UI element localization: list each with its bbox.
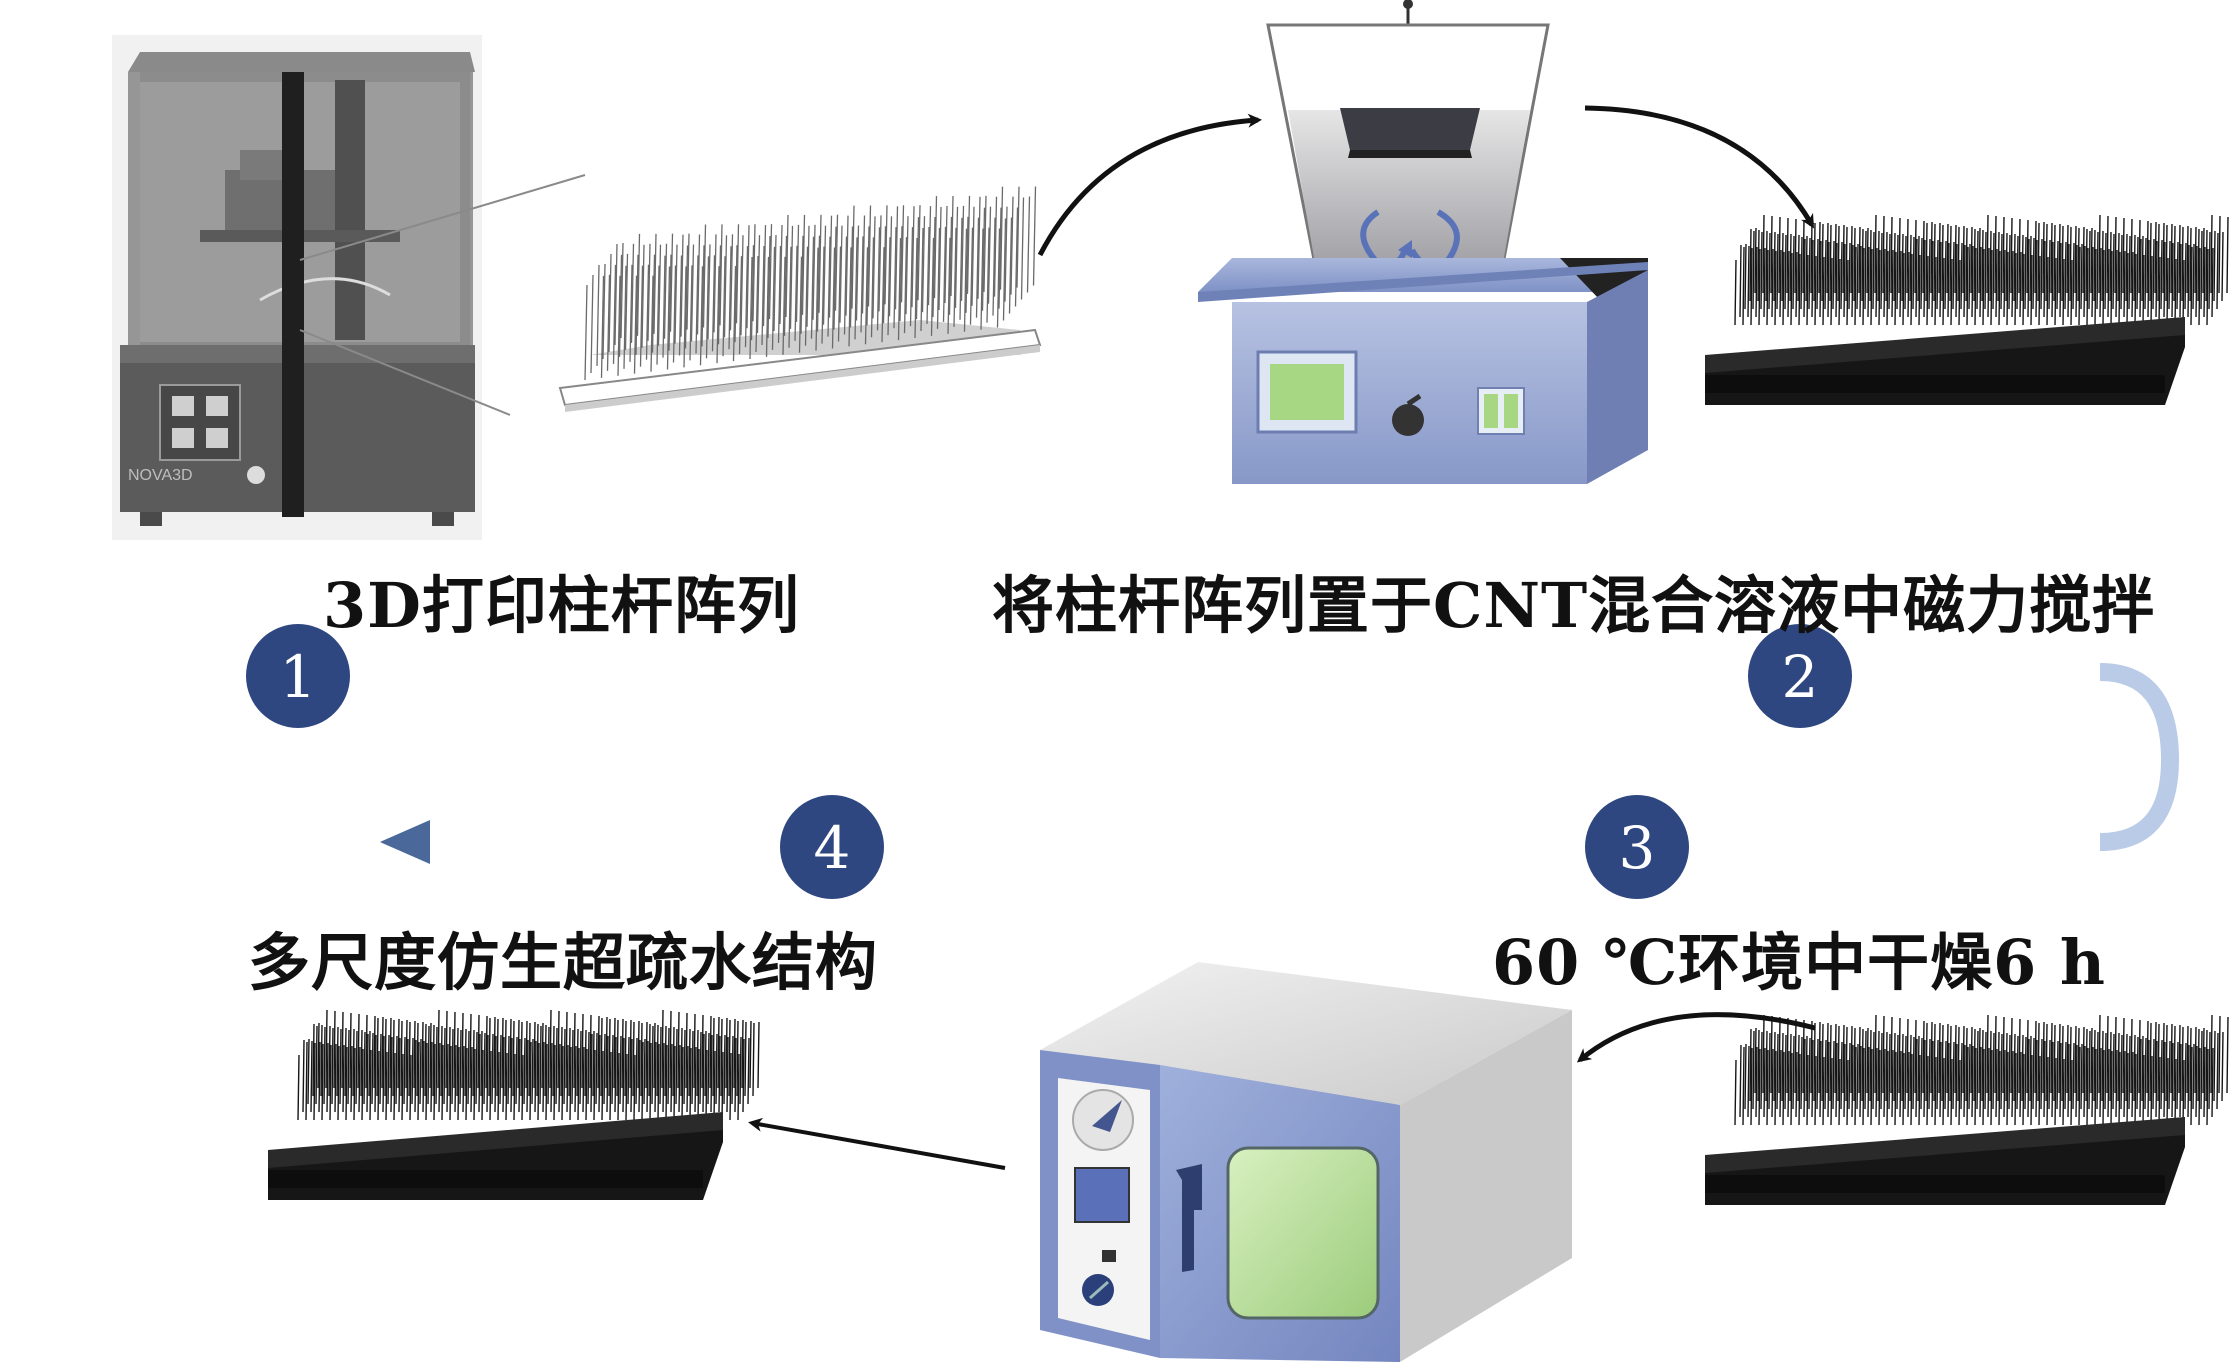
- step-3-label: 60 ℃环境中干燥6 h: [1492, 926, 2106, 999]
- arrow-to-stirring: [1037, 113, 1262, 257]
- step-number-1: 1: [280, 643, 317, 711]
- coated-array-step2: [1705, 214, 2229, 405]
- step-number-4: 4: [814, 814, 851, 882]
- step-circle-2: 2: [1748, 624, 1852, 728]
- arrow-to-oven: [1576, 1012, 1816, 1063]
- final-superhydrophobic-array: [268, 1009, 760, 1200]
- 3d-printer-illustration: NOVA3D: [112, 35, 586, 540]
- arrow-to-final-structure: [748, 1117, 1006, 1170]
- printer-brand-text: NOVA3D: [128, 467, 193, 484]
- magnetic-stirrer-illustration: [1198, 0, 1648, 484]
- step-1-label: 3D打印柱杆阵列: [323, 569, 800, 642]
- arrow-to-coated-array: [1584, 105, 1815, 229]
- drying-oven-illustration: [1040, 962, 1572, 1362]
- step-number-3: 3: [1619, 814, 1656, 882]
- step-circle-3: 3: [1585, 795, 1689, 899]
- coated-array-step3: [1705, 1014, 2229, 1205]
- step-circle-4: 4: [780, 795, 884, 899]
- bare-pillar-array: [558, 186, 1042, 412]
- step-circle-1: 1: [246, 624, 350, 728]
- step-2-label: 将柱杆阵列置于CNT混合溶液中磁力搅拌: [992, 569, 2156, 642]
- step-number-2: 2: [1782, 643, 1819, 711]
- step-4-label: 多尺度仿生超疏水结构: [248, 926, 879, 999]
- process-timeline: [108, 663, 2180, 864]
